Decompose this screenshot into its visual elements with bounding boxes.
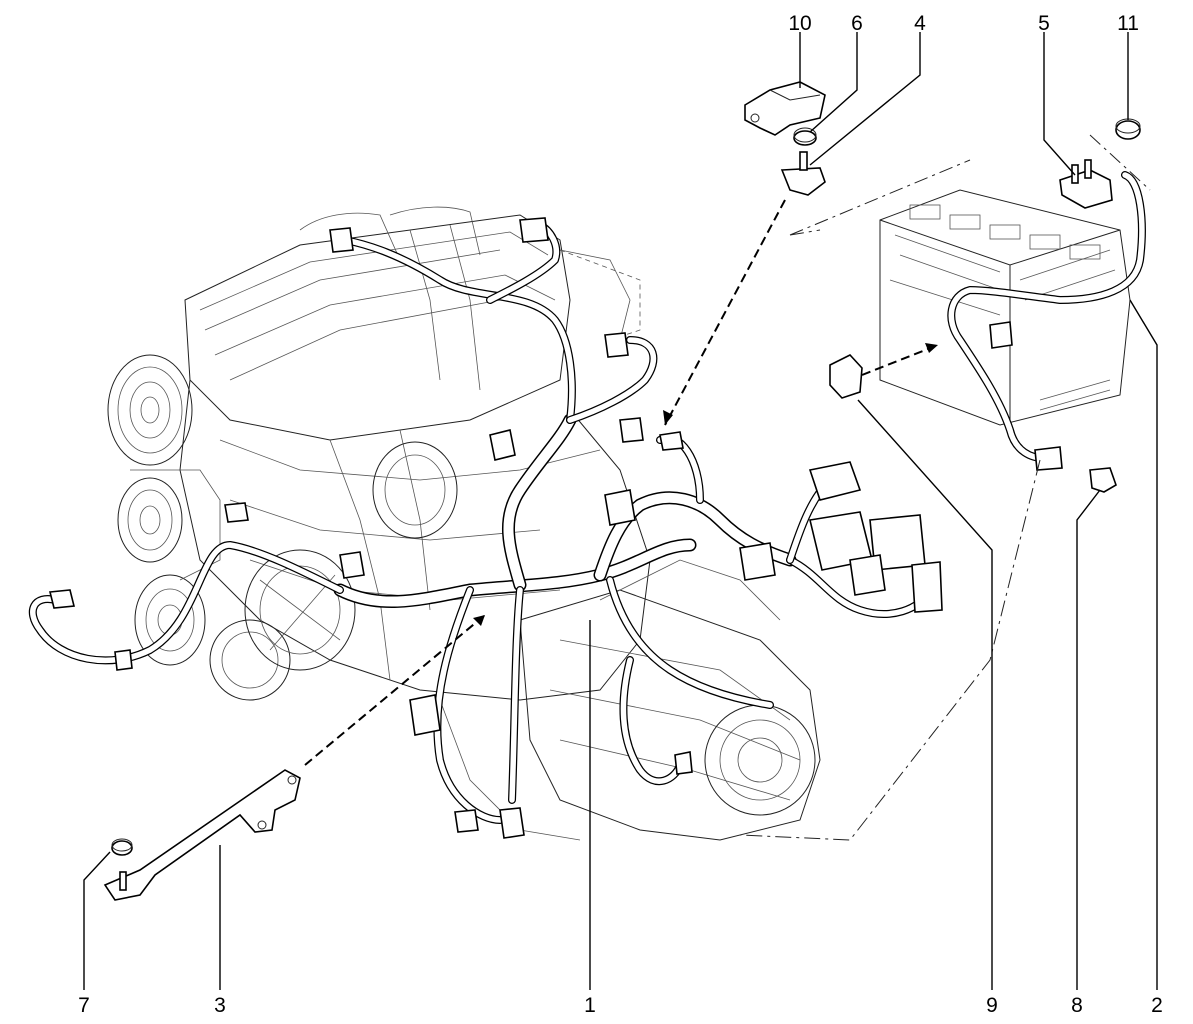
callout-2: 2 bbox=[1151, 994, 1163, 1017]
callout-5: 5 bbox=[1038, 12, 1050, 35]
leader-lines bbox=[83, 32, 1158, 990]
engine-assembly bbox=[107, 206, 821, 841]
relay-connector-cluster bbox=[48, 217, 943, 839]
battery-phantom-outline bbox=[789, 134, 1151, 236]
part-7-nut bbox=[111, 838, 133, 856]
callout-4: 4 bbox=[914, 12, 926, 35]
callout-1: 1 bbox=[584, 994, 596, 1017]
part-6-nut bbox=[793, 127, 817, 146]
harness-branches bbox=[28, 221, 934, 824]
part-8-fastener bbox=[1089, 467, 1117, 493]
part-9-cable-clip bbox=[829, 354, 863, 399]
callout-10: 10 bbox=[788, 12, 811, 35]
part-11-terminal-cap bbox=[1115, 118, 1141, 140]
callout-11: 11 bbox=[1117, 12, 1139, 35]
callout-9: 9 bbox=[986, 994, 998, 1017]
callout-6: 6 bbox=[851, 12, 863, 35]
part-3-harness-bracket bbox=[103, 769, 301, 901]
phantom-link-line bbox=[739, 459, 1041, 841]
battery-cable bbox=[947, 171, 1146, 471]
callout-labels: 10 6 4 5 11 7 3 1 9 8 2 bbox=[78, 12, 1163, 1017]
callout-8: 8 bbox=[1071, 994, 1083, 1017]
battery bbox=[879, 189, 1131, 426]
assembly-direction-arrows bbox=[304, 199, 939, 766]
callout-3: 3 bbox=[214, 994, 226, 1017]
part-10-terminal-cover bbox=[744, 81, 826, 136]
callout-7: 7 bbox=[78, 994, 90, 1017]
part-4-ground-terminal bbox=[780, 151, 826, 196]
main-engine-harness bbox=[333, 413, 797, 609]
